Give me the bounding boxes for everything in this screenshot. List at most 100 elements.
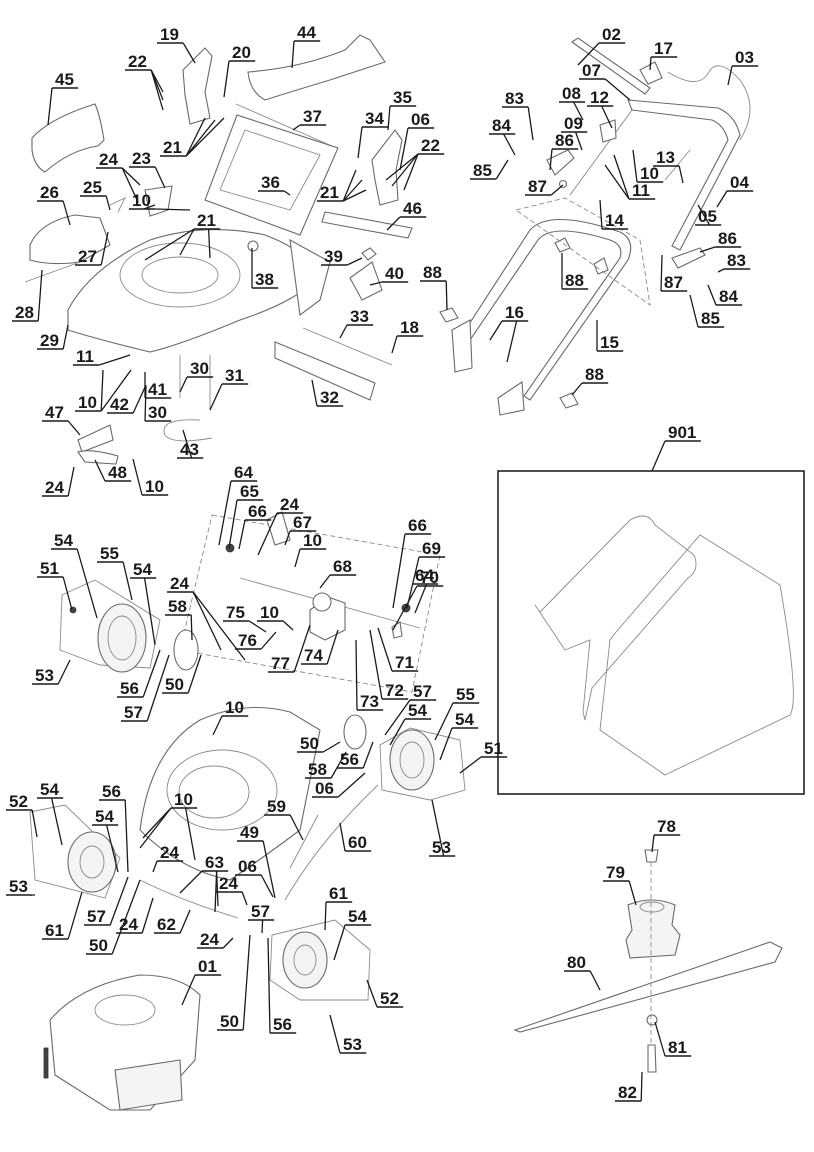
leader-line bbox=[392, 533, 406, 609]
part-label-78: 78 bbox=[651, 817, 681, 853]
part-label-36: 36 bbox=[258, 173, 291, 196]
part-label-43: 43 bbox=[177, 429, 204, 459]
part-number-text: 31 bbox=[225, 366, 244, 385]
part-label-62: 62 bbox=[154, 909, 191, 934]
part-label-74: 74 bbox=[301, 629, 339, 665]
part-label-24: 24 bbox=[116, 897, 154, 934]
leader-line bbox=[261, 919, 264, 934]
part-number-text: 56 bbox=[273, 1015, 292, 1034]
part-label-50: 50 bbox=[297, 734, 341, 753]
leader-line bbox=[399, 127, 409, 171]
leader-line bbox=[717, 268, 725, 273]
part-number-text: 58 bbox=[308, 760, 327, 779]
leader-line bbox=[184, 807, 196, 861]
leader-line bbox=[238, 519, 246, 550]
part-label-86: 86 bbox=[699, 229, 742, 253]
leader-line bbox=[369, 281, 383, 286]
part-label-57: 57 bbox=[121, 654, 170, 722]
leader-line bbox=[260, 874, 274, 898]
part-label-66: 66 bbox=[238, 502, 272, 550]
part-number-text: 02 bbox=[602, 25, 621, 44]
part-label-52: 52 bbox=[6, 792, 38, 838]
leader-line bbox=[389, 718, 406, 746]
part-number-text: 61 bbox=[45, 921, 64, 940]
leader-line bbox=[109, 876, 129, 926]
part-number-text: 39 bbox=[324, 247, 343, 266]
part-number-text: 52 bbox=[9, 792, 28, 811]
part-number-text: 56 bbox=[340, 750, 359, 769]
part-number-text: 37 bbox=[303, 107, 322, 126]
part-label-24: 24 bbox=[197, 930, 234, 949]
leader-line bbox=[589, 970, 601, 991]
leader-line bbox=[640, 1071, 643, 1102]
part-label-17: 17 bbox=[649, 39, 678, 71]
part-44-chute bbox=[247, 34, 386, 101]
leader-line bbox=[386, 216, 401, 231]
part-number-text: 57 bbox=[124, 703, 143, 722]
leader-line bbox=[337, 772, 366, 798]
part-label-10: 10 bbox=[257, 603, 294, 631]
leader-line bbox=[549, 148, 553, 171]
part-label-24: 24 bbox=[152, 843, 184, 873]
part-number-text: 55 bbox=[100, 544, 119, 563]
part-label-64: 64 bbox=[412, 566, 439, 614]
leader-line bbox=[100, 231, 109, 266]
leader-line bbox=[57, 659, 71, 685]
part-29-deck-opening bbox=[119, 242, 241, 308]
leader-line bbox=[628, 880, 637, 906]
part-label-57: 57 bbox=[84, 876, 129, 926]
leader-line bbox=[222, 937, 234, 949]
part-number-text: 74 bbox=[304, 646, 323, 665]
part-label-31: 31 bbox=[209, 366, 249, 411]
part-55-rear-wheel-left bbox=[97, 603, 147, 673]
part-number-text: 59 bbox=[267, 797, 286, 816]
part-62-front-axle bbox=[139, 879, 239, 919]
part-label-28: 28 bbox=[12, 269, 43, 322]
part-number-text: 76 bbox=[238, 631, 257, 650]
part-number-text: 22 bbox=[421, 136, 440, 155]
part-label-12: 12 bbox=[587, 88, 614, 129]
part-number-text: 22 bbox=[128, 52, 147, 71]
part-number-text: 08 bbox=[562, 84, 581, 103]
part-label-63: 63 bbox=[179, 853, 229, 913]
leader-line bbox=[121, 167, 139, 203]
leader-line bbox=[207, 228, 211, 259]
part-label-37: 37 bbox=[292, 107, 327, 131]
leader-line bbox=[689, 294, 699, 328]
part-label-50: 50 bbox=[162, 654, 202, 694]
part-number-text: 19 bbox=[160, 25, 179, 44]
leader-line bbox=[355, 639, 358, 711]
part-label-80: 80 bbox=[564, 953, 601, 991]
part-88-knob bbox=[593, 257, 609, 275]
part-number-text: 61 bbox=[329, 884, 348, 903]
part-label-56: 56 bbox=[267, 937, 297, 1034]
part-label-04: 04 bbox=[716, 173, 754, 208]
leader-line bbox=[141, 897, 154, 934]
part-number-text: 63 bbox=[205, 853, 224, 872]
part-61-hub-left bbox=[79, 845, 105, 879]
leader-line bbox=[155, 208, 191, 211]
part-label-18: 18 bbox=[391, 318, 424, 354]
part-number-text: 71 bbox=[395, 653, 414, 672]
part-label-24: 24 bbox=[167, 574, 246, 661]
leader-line bbox=[527, 106, 534, 141]
leader-line bbox=[294, 548, 301, 568]
leader-line bbox=[362, 741, 374, 769]
part-number-text: 66 bbox=[408, 516, 427, 535]
part-number-text: 24 bbox=[219, 874, 238, 893]
part-label-82: 82 bbox=[615, 1071, 643, 1102]
part-handle-bracket-right bbox=[497, 381, 525, 416]
leader-line bbox=[283, 190, 291, 196]
leader-line bbox=[98, 354, 131, 366]
part-number-text: 24 bbox=[280, 495, 299, 514]
part-label-23: 23 bbox=[129, 149, 166, 189]
part-label-41: 41 bbox=[144, 372, 172, 399]
leader-line bbox=[445, 280, 448, 311]
part-label-45: 45 bbox=[47, 70, 79, 126]
part-label-54: 54 bbox=[439, 710, 479, 761]
part-number-text: 03 bbox=[735, 48, 754, 67]
leader-line bbox=[434, 702, 454, 741]
leader-line bbox=[214, 870, 218, 913]
leader-line bbox=[282, 620, 294, 631]
part-number-text: 79 bbox=[606, 863, 625, 882]
